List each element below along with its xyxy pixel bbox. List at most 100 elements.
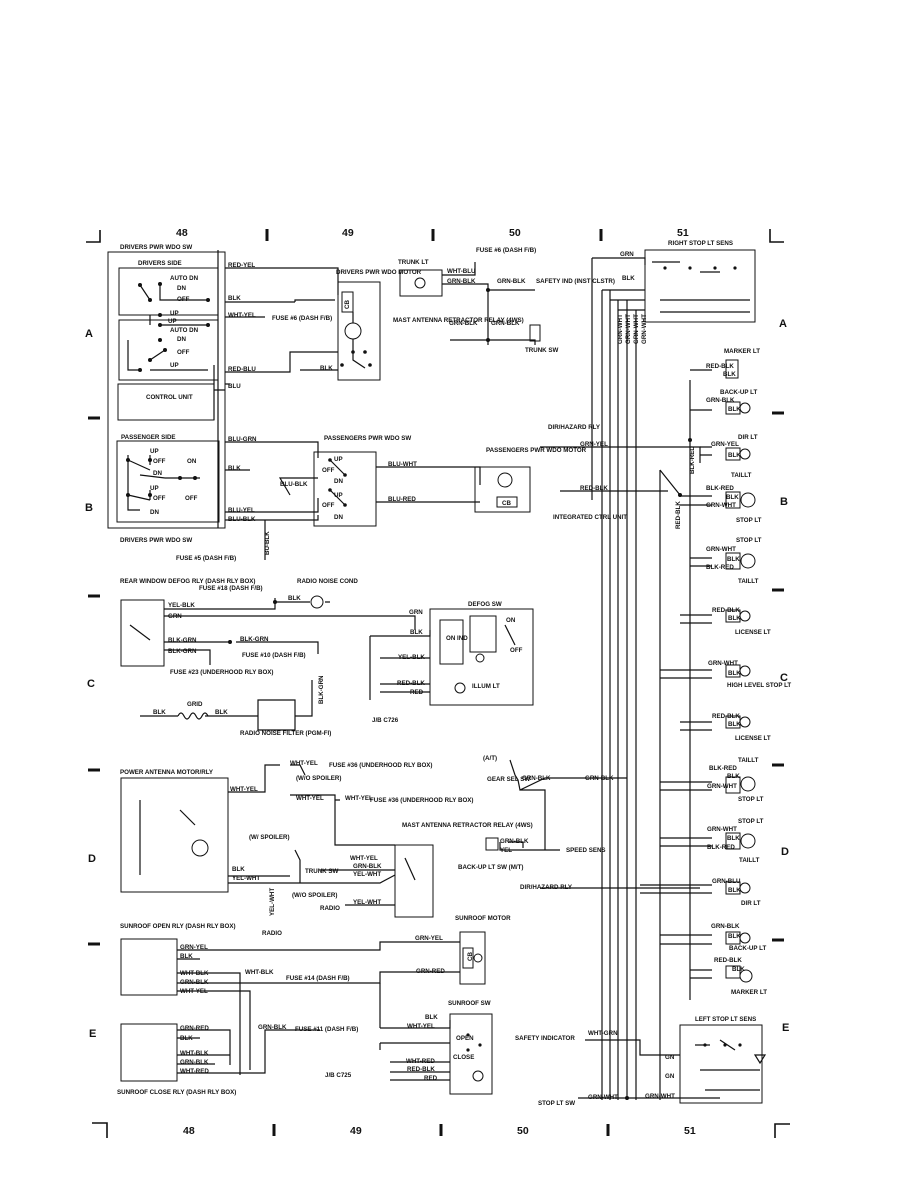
label-blk-red-v: BLK-RED xyxy=(689,446,696,474)
label-wht-red-e2: WHT-RED xyxy=(406,1058,435,1065)
label-red-e: RED xyxy=(424,1075,438,1082)
label-drivers-pwr-wdo-sw: DRIVERS PWR WDO SW xyxy=(120,244,192,251)
label-red-blk-m1: RED-BLK xyxy=(706,363,734,370)
label-taillt-1: TAILLT xyxy=(731,472,752,479)
label-blk-red-t1: BLK-RED xyxy=(706,485,734,492)
label-power-antenna: POWER ANTENNA MOTOR/RLY xyxy=(120,769,214,776)
label-grn-blk-g3: GRN-BLK xyxy=(500,838,529,845)
label-fuse36-a: FUSE #36 (UNDERHOOD RLY BOX) xyxy=(329,762,433,769)
label-passengers-pwr-wdo-sw: PASSENGERS PWR WDO SW xyxy=(324,435,411,442)
label-dir-lt-2: DIR LT xyxy=(741,900,761,907)
corner-mark-bl xyxy=(92,1122,108,1138)
label-blk-e3: BLK xyxy=(425,1014,438,1021)
label-passenger-side: PASSENGER SIDE xyxy=(121,434,176,441)
col-label-50-bottom: 50 xyxy=(517,1125,529,1137)
label-blk-grn-1: BLK-GRN xyxy=(168,637,197,644)
label-wht-grn: WHT-GRN xyxy=(588,1030,618,1037)
label-yel-blk: YEL-BLK xyxy=(168,602,195,609)
label-dir-lt-1: DIR LT xyxy=(738,434,758,441)
label-grn-blk-3: GRN-BLK xyxy=(449,320,478,327)
passengers-pwr-wdo-sw xyxy=(313,451,481,527)
label-up-1: UP xyxy=(170,310,179,317)
label-passengers-pwr-wdo-motor: PASSENGERS PWR WDO MOTOR xyxy=(486,447,587,454)
lamps xyxy=(725,359,756,983)
label-yel-wht-v: YEL-WHT xyxy=(269,888,276,916)
label-up-p2: UP xyxy=(150,485,159,492)
col-label-48-top: 48 xyxy=(176,227,188,239)
label-mast-antenna-relay: MAST ANTENNA RETRACTOR RELAY (4WS) xyxy=(393,317,524,324)
label-red-blk-e: RED-BLK xyxy=(407,1066,435,1073)
label-grn-c2: GRN xyxy=(409,609,423,616)
label-off-p3: OFF xyxy=(185,495,198,502)
defog-sw xyxy=(369,608,534,706)
label-grn-wht-v1: GRN-WHT xyxy=(617,314,624,344)
label-wht-blk-e1: WHT-BLK xyxy=(180,970,209,977)
label-red-yel: RED-YEL xyxy=(228,262,255,269)
label-wo-spoiler-a: (W/O SPOILER) xyxy=(296,775,341,782)
label-drivers-pwr-wdo-sw-b: DRIVERS PWR WDO SW xyxy=(120,537,192,544)
label-grn-wht-t3: GRN-WHT xyxy=(707,783,737,790)
label-blk-r1: BLK xyxy=(622,275,635,282)
label-dn-1: DN xyxy=(177,285,186,292)
label-blk-red-t3: BLK-RED xyxy=(709,765,737,772)
label-blk-c2: BLK xyxy=(410,629,423,636)
label-bu-blk: BU-BLK xyxy=(264,531,271,555)
label-grn-blu: GRN-BLU xyxy=(712,878,741,885)
label-right-stop-lt-sens: RIGHT STOP LT SENS xyxy=(668,240,733,247)
label-trunk-lt: TRUNK LT xyxy=(398,259,429,266)
label-safety-ind: SAFETY IND (INST CLSTR) xyxy=(536,278,615,285)
label-grn-blk-e1: GRN-BLK xyxy=(180,979,209,986)
label-fuse6-b: FUSE #6 (DASH F/B) xyxy=(476,247,536,254)
label-blk-grn-2: BLK-GRN xyxy=(168,648,197,655)
corner-mark-tl xyxy=(86,230,101,243)
corner-mark-tr xyxy=(769,229,784,243)
label-wht-yel-1: WHT-YEL xyxy=(228,312,256,319)
row-label-d-left: D xyxy=(88,853,96,865)
label-yel-wht-d: YEL-WHT xyxy=(232,875,260,882)
label-backup-lt-1: BACK-UP LT xyxy=(720,389,757,396)
label-auto-dn-2: AUTO DN xyxy=(170,327,199,334)
label-grn-wht-h: GRN-WHT xyxy=(708,660,738,667)
label-up-p1: UP xyxy=(150,448,159,455)
label-blk-red-t2: BLK-RED xyxy=(706,564,734,571)
label-grn-blk-4: GRN-BLK xyxy=(491,320,520,327)
sunroof-sw xyxy=(379,983,493,1095)
label-wo-spoiler-b: (W/O SPOILER) xyxy=(292,892,337,899)
label-blk-grn-g: BLK-GRN xyxy=(318,675,325,704)
label-fuse23: FUSE #23 (UNDERHOOD RLY BOX) xyxy=(170,669,274,676)
label-blk-g1: BLK xyxy=(153,709,166,716)
row-label-a-right: A xyxy=(779,318,787,330)
label-off-p2: OFF xyxy=(153,495,166,502)
label-blk-red-t4: BLK-RED xyxy=(707,844,735,851)
right-stop-lt-sens xyxy=(644,249,756,323)
label-gn-2: GN xyxy=(665,1073,675,1080)
label-stop-lt-4: STOP LT xyxy=(738,818,764,825)
label-yel-wht-d3: YEL-WHT xyxy=(353,899,381,906)
label-grn-red-e1: GRN-RED xyxy=(416,968,445,975)
label-wht-yel-d3: WHT-YEL xyxy=(296,795,324,802)
label-radio-noise-cond: RADIO NOISE COND xyxy=(297,578,358,585)
label-fuse18: FUSE #18 (DASH F/B) xyxy=(199,585,263,592)
label-off-s2: OFF xyxy=(322,502,335,509)
label-stop-lt-3: STOP LT xyxy=(738,796,764,803)
label-fuse10: FUSE #10 (DASH F/B) xyxy=(242,652,306,659)
label-fuse36-b: FUSE #36 (UNDERHOOD RLY BOX) xyxy=(370,797,474,804)
label-wht-yel-e1: WHT-YEL xyxy=(180,988,208,995)
label-grn-wht-v2: GRN-WHT xyxy=(625,314,632,344)
label-backup-lt-sw: BACK-UP LT SW (M/T) xyxy=(458,864,523,871)
label-cb: CB xyxy=(344,300,351,309)
label-blk-e1: BLK xyxy=(180,953,193,960)
label-red-blk-v: RED-BLK xyxy=(675,501,682,529)
label-jb-c725: J/B C725 xyxy=(325,1072,352,1079)
label-blu-yel: BLU-YEL xyxy=(228,507,255,514)
label-grn-wht-t4: GRN-WHT xyxy=(707,826,737,833)
label-blk-t2: BLK xyxy=(727,556,740,563)
label-sunroof-open-rly: SUNROOF OPEN RLY (DASH RLY BOX) xyxy=(120,923,236,930)
label-grn-yel-e2: GRN-YEL xyxy=(415,935,443,942)
label-grn-red-e2: GRN-RED xyxy=(180,1025,209,1032)
row-label-b-left: B xyxy=(85,502,93,514)
label-on-c: ON xyxy=(506,617,516,624)
label-red-blk-r: RED-BLK xyxy=(580,485,608,492)
label-auto-dn-1: AUTO DN xyxy=(170,275,199,282)
label-blk-1: BLK xyxy=(228,295,241,302)
